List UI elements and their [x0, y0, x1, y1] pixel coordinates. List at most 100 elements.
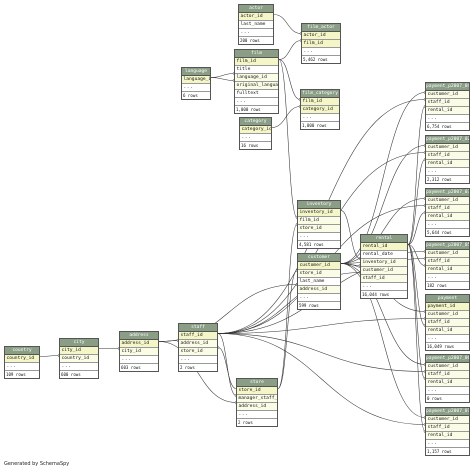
table-column: customer_id — [426, 311, 469, 319]
row-count-label: 182 rows — [427, 283, 447, 288]
table-header: category — [240, 118, 271, 126]
table-row-count: 2 rows — [179, 364, 217, 371]
table-column: store_id — [298, 225, 340, 233]
table-column: staff_id — [426, 319, 469, 327]
table-column: language_id — [235, 74, 278, 82]
table-row-count: 1,157 rows — [426, 448, 469, 455]
table-column: inventory_id — [298, 209, 340, 217]
relationship-line — [273, 14, 302, 34]
row-count-label: 1,157 rows — [427, 449, 452, 454]
table-column: language_id — [182, 76, 210, 84]
table-header: film — [235, 50, 278, 58]
relationship-line — [407, 244, 426, 432]
table-column: customer_id — [426, 197, 469, 205]
table-row-count: 16 rows — [240, 142, 271, 149]
row-count-label: 599 rows — [299, 303, 319, 308]
row-count-label: 4,581 rows — [299, 242, 324, 247]
table-column: address_id — [298, 286, 340, 294]
row-count-label: 16,044 rows — [362, 292, 390, 297]
table-ellipsis: ... — [298, 294, 340, 302]
table-header: inventory — [298, 201, 340, 209]
table-column: country_id — [5, 355, 39, 363]
table-row-count: 5,644 rows — [426, 229, 469, 236]
table-row-count: 200 rows — [239, 37, 273, 44]
table-column: rental_id — [426, 107, 469, 115]
table-column: rental_date — [361, 251, 407, 259]
relationship-line — [277, 270, 298, 389]
table-column: country_id — [60, 355, 98, 363]
row-count-label: 2 rows — [238, 420, 253, 425]
table-column: staff_id — [426, 152, 469, 160]
row-count-label: 5,462 rows — [303, 57, 328, 62]
table-ellipsis: ... — [239, 29, 273, 37]
table-ellipsis: ... — [298, 233, 340, 241]
table-ellipsis: ... — [426, 221, 469, 229]
table-header: film_category — [301, 90, 339, 98]
row-count-label: 0 rows — [427, 396, 442, 401]
table-column: film_id — [301, 98, 339, 106]
relationship-line — [407, 244, 426, 266]
relationship-line — [217, 333, 426, 372]
table-column: rental_id — [426, 266, 469, 274]
table-ellipsis: ... — [240, 134, 271, 142]
table-column: rental_id — [426, 432, 469, 440]
table-column: address_id — [179, 340, 217, 348]
table-ellipsis: ... — [179, 356, 217, 364]
relationship-line — [39, 355, 60, 357]
table-column: rental_id — [426, 327, 469, 335]
row-count-label: 1,000 rows — [302, 123, 327, 128]
table-header: language — [182, 68, 210, 76]
table-ellipsis: ... — [120, 356, 158, 364]
row-count-label: 200 rows — [240, 38, 260, 43]
relationship-line — [271, 106, 301, 128]
table-column: store_id — [298, 270, 340, 278]
relationship-line — [217, 318, 426, 334]
table-header: actor — [239, 5, 273, 13]
table-row-count: 6 rows — [182, 92, 210, 99]
table-header: staff — [179, 324, 217, 332]
relationship-line — [278, 40, 302, 60]
table-column: city_id — [60, 347, 98, 355]
table-column: staff_id — [426, 424, 469, 432]
row-count-label: 6,754 rows — [427, 124, 452, 129]
table-ellipsis: ... — [60, 363, 98, 371]
relationship-line — [340, 92, 426, 264]
table-row-count: 2,312 rows — [426, 176, 469, 183]
table-column: fulltext — [235, 90, 278, 98]
table-column: customer_id — [426, 250, 469, 258]
table-column: last_name — [298, 278, 340, 286]
table-column: category_id — [301, 106, 339, 114]
table-column: customer_id — [426, 416, 469, 424]
relationship-line — [407, 212, 426, 245]
table-column: staff_id — [426, 99, 469, 107]
row-count-label: 5,644 rows — [427, 230, 452, 235]
table-ellipsis: ... — [426, 115, 469, 123]
table-ellipsis: ... — [302, 48, 340, 56]
relationship-line — [340, 198, 426, 264]
row-count-label: 6 rows — [183, 93, 198, 98]
table-store[interactable]: storestore_idmanager_staff_idaddress_id.… — [236, 378, 278, 427]
table-header: country — [5, 347, 39, 355]
row-count-label: 109 rows — [6, 372, 26, 377]
table-column: staff_id — [361, 275, 407, 283]
